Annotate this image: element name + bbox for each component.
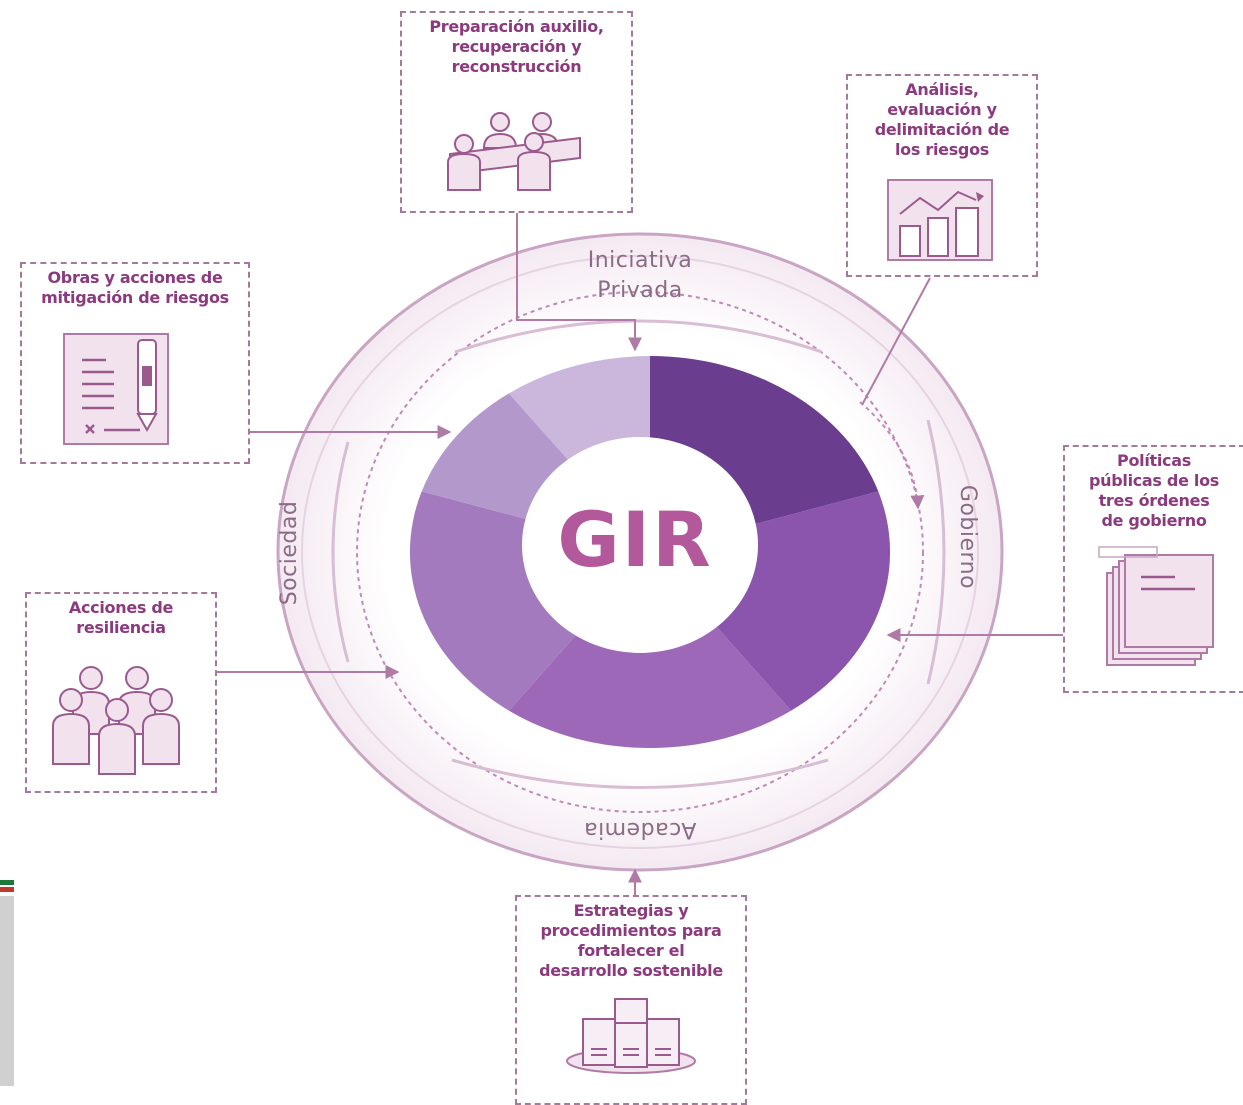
outer-ring-inner-edge: [301, 255, 979, 849]
bar-chart-icon: [887, 179, 993, 261]
flag-decoration: [0, 880, 14, 1095]
ring-label-academia: Academia: [583, 817, 697, 842]
document-pen-icon: [63, 333, 169, 445]
ring-label-iniciativa-privada: Iniciativa Privada: [587, 248, 693, 303]
connector-analisis: [861, 277, 931, 406]
center-circle: [522, 437, 758, 653]
connector-preparacion: [516, 212, 642, 352]
ring-label-sociedad: Sociedad: [277, 500, 302, 606]
box-estrategias-label: Estrategias y procedimientos para fortal…: [539, 901, 723, 980]
box-preparacion-label: Preparación auxilio, recuperación y reco…: [429, 17, 604, 76]
servers-icon: [566, 998, 696, 1074]
box-estrategias: Estrategias y procedimientos para fortal…: [515, 895, 747, 1105]
box-politicas-label: Políticas públicas de los tres órdenes d…: [1088, 451, 1220, 530]
box-resiliencia-label: Acciones de resiliencia: [68, 598, 174, 637]
arc-left: [331, 441, 350, 663]
box-obras: Obras y acciones de mitigación de riesgo…: [20, 262, 250, 464]
arc-right: [926, 419, 946, 685]
box-politicas: Políticas públicas de los tres órdenes d…: [1063, 445, 1243, 693]
cycle-arrow: [859, 401, 925, 510]
center-label: GIR: [557, 495, 713, 584]
box-obras-label: Obras y acciones de mitigación de riesgo…: [41, 268, 229, 307]
box-resiliencia: Acciones de resiliencia: [25, 592, 217, 793]
meeting-icon: [447, 112, 581, 191]
stacked-documents-icon: [1098, 546, 1214, 666]
ring-label-gobierno: Gobierno: [955, 484, 980, 590]
arc-top: [454, 319, 823, 354]
box-analisis: Análisis, evaluación y delimitación de l…: [846, 74, 1038, 277]
inner-dashed-ring: [356, 291, 924, 813]
box-analisis-label: Análisis, evaluación y delimitación de l…: [874, 80, 1010, 159]
people-group-icon: [52, 666, 180, 775]
arc-bottom: [451, 758, 829, 789]
box-preparacion: Preparación auxilio, recuperación y reco…: [400, 11, 633, 213]
